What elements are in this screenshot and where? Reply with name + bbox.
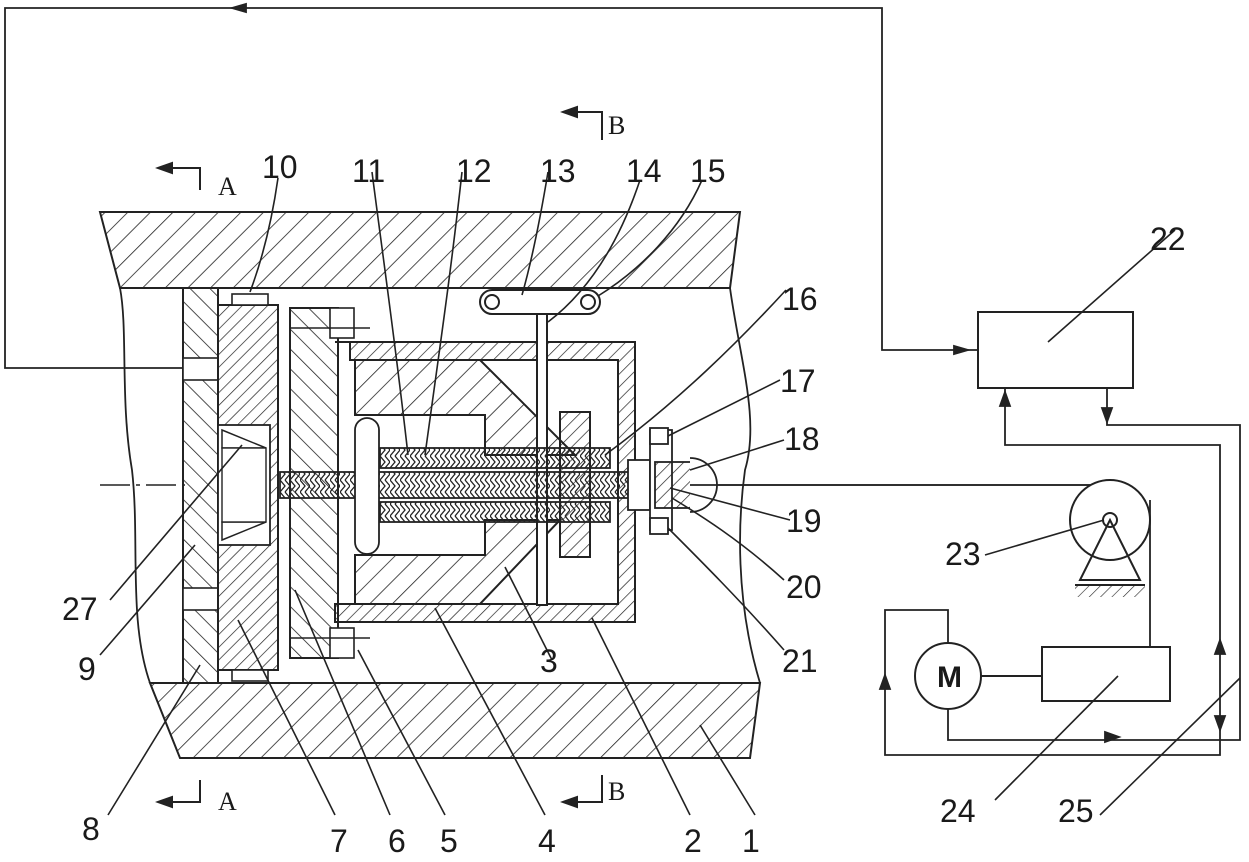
section-marker-a-top <box>158 163 200 190</box>
label-21: 21 <box>782 643 818 679</box>
motor-symbol: M <box>937 661 962 694</box>
label-18: 18 <box>784 421 820 457</box>
label-22: 22 <box>1150 221 1186 257</box>
label-15: 15 <box>690 153 726 189</box>
label-5: 5 <box>440 823 458 859</box>
section-label-b-bottom: B <box>608 777 625 806</box>
label-8: 8 <box>82 811 100 847</box>
label-19: 19 <box>786 503 822 539</box>
section-marker-a-bottom <box>158 780 200 807</box>
section-marker-b-top <box>563 107 602 140</box>
label-4: 4 <box>538 823 556 859</box>
label-12: 12 <box>456 153 492 189</box>
pipe-wall-top <box>100 212 740 288</box>
label-14: 14 <box>626 153 662 189</box>
label-1: 1 <box>742 823 760 859</box>
label-6: 6 <box>388 823 406 859</box>
section-marker-b-bottom <box>563 775 602 807</box>
controller-box <box>978 312 1133 388</box>
label-11: 11 <box>352 153 385 189</box>
gear-disc <box>218 294 278 681</box>
label-9: 9 <box>78 651 96 687</box>
label-25: 25 <box>1058 793 1094 829</box>
pulley <box>1070 480 1150 597</box>
section-label-a-top: A <box>218 172 237 201</box>
label-27: 27 <box>62 591 98 627</box>
label-10: 10 <box>262 149 298 185</box>
label-7: 7 <box>330 823 348 859</box>
section-label-a-bottom: A <box>218 787 237 816</box>
label-16: 16 <box>782 281 818 317</box>
label-2: 2 <box>684 823 702 859</box>
section-label-b-top: B <box>608 111 625 140</box>
label-17: 17 <box>780 363 816 399</box>
label-3: 3 <box>540 643 558 679</box>
label-13: 13 <box>540 153 576 189</box>
label-23: 23 <box>945 536 981 572</box>
left-end-plate <box>183 288 218 683</box>
label-20: 20 <box>786 569 822 605</box>
pipe-wall-bottom <box>150 683 760 758</box>
label-24: 24 <box>940 793 976 829</box>
